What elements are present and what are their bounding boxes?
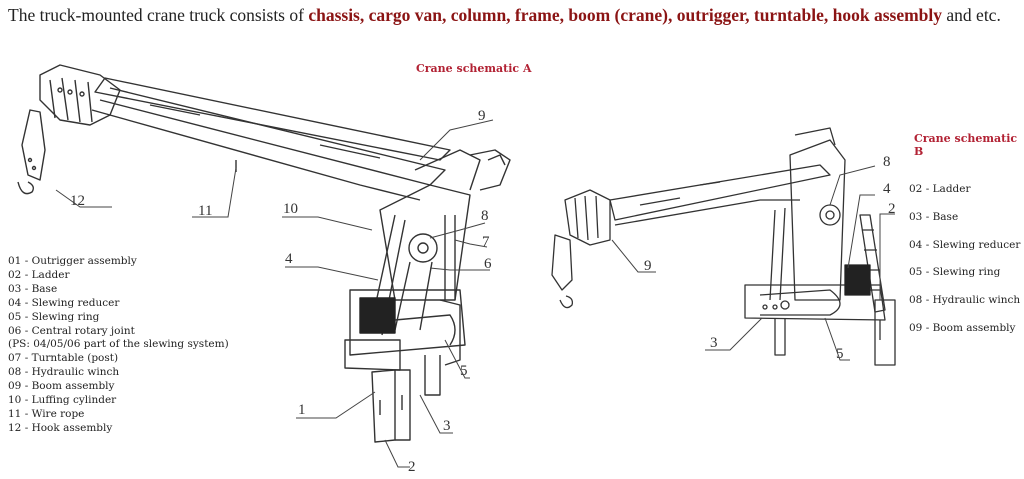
callout-a-8: 8 xyxy=(481,208,489,224)
intro-suffix: and etc. xyxy=(942,5,1001,25)
legend-b-item: 04 - Slewing reducer xyxy=(909,238,1021,251)
callout-a-5: 5 xyxy=(460,363,468,379)
crane-b-drawing xyxy=(551,127,896,366)
callout-leaders xyxy=(55,119,895,468)
callout-numbers: 12 11 10 4 9 8 7 6 5 1 3 2 8 4 2 9 3 5 xyxy=(70,108,896,475)
schematic-a-title: Crane schematic A xyxy=(416,62,532,75)
callout-a-4: 4 xyxy=(285,251,293,267)
legend-b-item: 03 - Base xyxy=(909,210,959,223)
legend-a-item: 09 - Boom assembly xyxy=(8,380,115,393)
callout-a-11: 11 xyxy=(198,203,212,219)
legend-a-item: 07 - Turntable (post) xyxy=(8,352,119,365)
legend-a-item: 05 - Slewing ring xyxy=(8,310,100,323)
legend-a-item: 12 - Hook assembly xyxy=(8,421,113,434)
callout-b-9: 9 xyxy=(644,258,652,274)
legend-b-item: 09 - Boom assembly xyxy=(909,321,1016,334)
legend-a-note: (PS: 04/05/06 part of the slewing system… xyxy=(8,338,229,351)
callout-a-3: 3 xyxy=(443,418,451,434)
legend-b-item: 02 - Ladder xyxy=(909,183,971,195)
callout-a-1: 1 xyxy=(298,402,306,418)
legend-a-item: 01 - Outrigger assembly xyxy=(8,255,137,267)
callout-a-9: 9 xyxy=(478,108,486,124)
callout-b-3: 3 xyxy=(710,335,718,351)
callout-b-4: 4 xyxy=(883,181,891,197)
callout-b-8: 8 xyxy=(883,154,891,170)
legend-a-item: 02 - Ladder xyxy=(8,268,70,281)
intro-sentence: The truck-mounted crane truck consists o… xyxy=(8,5,1001,26)
callout-a-12: 12 xyxy=(70,193,85,209)
callout-a-10: 10 xyxy=(283,201,298,217)
callout-b-5: 5 xyxy=(836,346,844,362)
legend-a-item: 06 - Central rotary joint xyxy=(8,324,135,337)
callout-a-2: 2 xyxy=(408,459,416,475)
legend-a-item: 04 - Slewing reducer xyxy=(8,296,120,309)
intro-prefix: The truck-mounted crane truck consists o… xyxy=(8,5,309,25)
legend-a-item: 11 - Wire rope xyxy=(8,407,85,420)
legend-b-item: 08 - Hydraulic winch xyxy=(909,294,1021,307)
legend-a-item: 03 - Base xyxy=(8,282,58,295)
legend-a-item: 10 - Luffing cylinder xyxy=(8,394,117,407)
schematic-a-legend: 01 - Outrigger assembly 02 - Ladder 03 -… xyxy=(8,255,229,436)
legend-b-item: 05 - Slewing ring xyxy=(909,266,1001,279)
schematic-b-title: Crane schematic B xyxy=(914,132,1018,158)
crane-a-drawing xyxy=(17,64,511,443)
callout-a-6: 6 xyxy=(484,256,492,272)
callout-a-7: 7 xyxy=(482,234,490,250)
intro-highlight: chassis, cargo van, column, frame, boom … xyxy=(308,5,943,25)
schematic-b-legend: 02 - Ladder 03 - Base 04 - Slewing reduc… xyxy=(909,176,1020,343)
legend-a-item: 08 - Hydraulic winch xyxy=(8,366,120,379)
callout-b-2: 2 xyxy=(888,201,896,217)
